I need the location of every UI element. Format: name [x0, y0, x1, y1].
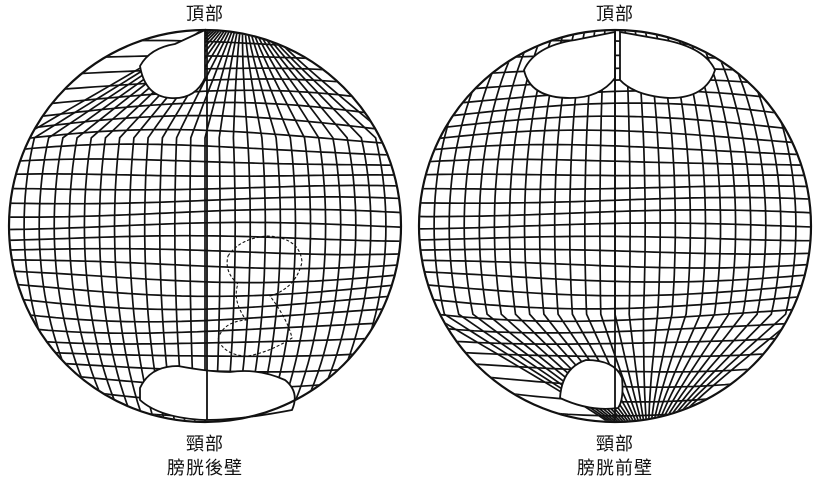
anterior-wall-deformation-grid: [410, 0, 820, 484]
right-figure-anterior-wall: 頂部 頸部 膀胱前壁: [410, 0, 820, 484]
polar-openings: [524, 32, 715, 409]
figure-caption: 膀胱後壁: [0, 458, 410, 480]
bottom-label-neck: 頸部: [410, 434, 820, 456]
posterior-wall-deformation-grid: [0, 0, 410, 484]
left-figure-posterior-wall: 頂部 頸部 膀胱後壁: [0, 0, 410, 484]
figure-caption: 膀胱前壁: [410, 458, 820, 480]
bottom-label-neck: 頸部: [0, 434, 410, 456]
